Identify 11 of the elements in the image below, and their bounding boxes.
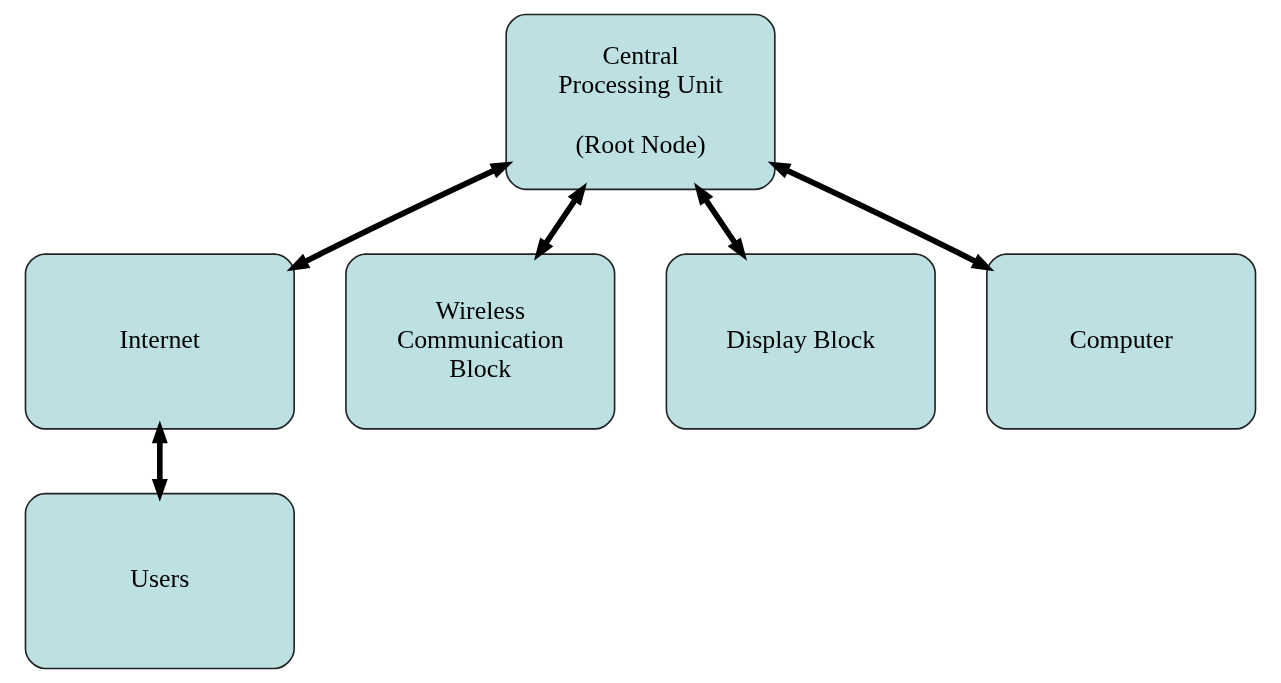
node-box: Wireless Communication Block [345,253,616,430]
arrow [694,182,747,261]
arrow [151,420,168,502]
node-box: Users [24,492,295,670]
arrow [286,161,514,272]
arrow [767,161,995,272]
node-box: Internet [24,253,295,430]
node-box: Computer [986,253,1257,430]
node-box: Central Processing Unit (Root Node) [505,13,776,191]
arrow [534,182,587,261]
node-box: Display Block [665,253,936,430]
